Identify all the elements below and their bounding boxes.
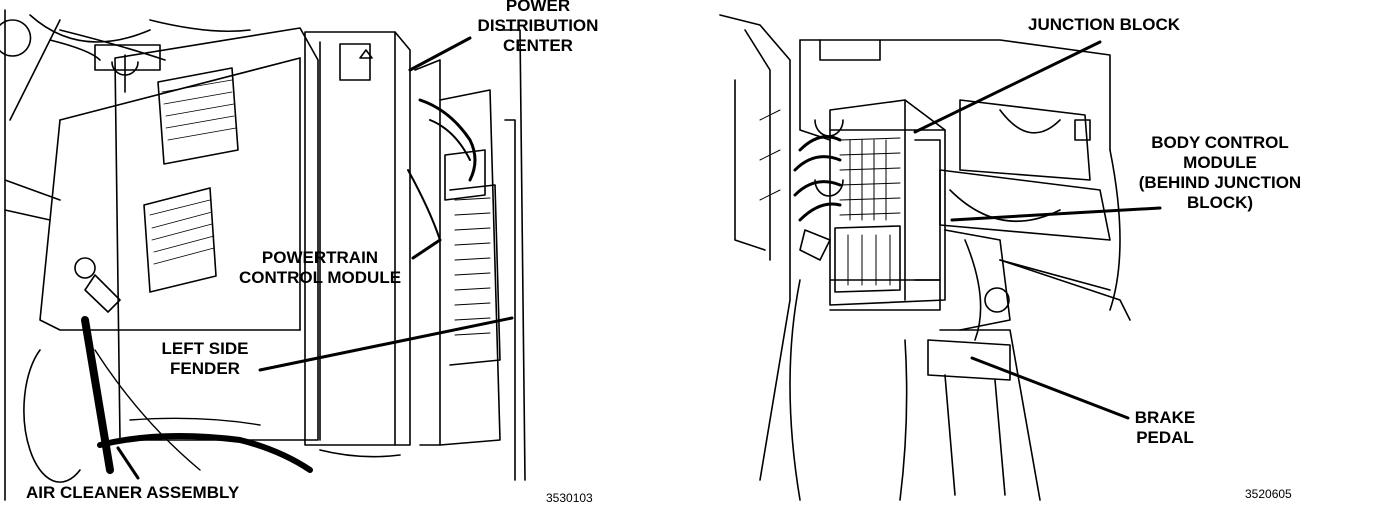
power-distribution-center-label: POWER DISTRIBUTION CENTER bbox=[470, 0, 606, 56]
bcm-label-line-3: (BEHIND JUNCTION bbox=[1138, 173, 1302, 192]
pdc-label-line-1: POWER bbox=[505, 0, 571, 15]
pcm-label-line-2: CONTROL MODULE bbox=[238, 268, 402, 287]
brake-pedal-label: BRAKE PEDAL bbox=[1110, 408, 1220, 448]
brake-pedal-pad bbox=[927, 339, 1011, 381]
under-dash-art bbox=[719, 14, 1131, 501]
leader-lines-left bbox=[116, 36, 514, 480]
pdc-label-line-2: DISTRIBUTION bbox=[477, 16, 599, 35]
module-label-plate-1 bbox=[157, 67, 239, 165]
pcm-label-line-1: POWERTRAIN bbox=[261, 248, 379, 267]
air-cleaner-label-line-1: AIR CLEANER ASSEMBLY bbox=[26, 483, 240, 502]
fender-label-line-1: LEFT SIDE bbox=[161, 339, 249, 358]
leader-left-side-fender bbox=[258, 316, 514, 372]
leader-junction-block bbox=[913, 40, 1102, 134]
junction-block-label-line-1: JUNCTION BLOCK bbox=[1028, 15, 1181, 34]
junction-block-label: JUNCTION BLOCK bbox=[1028, 15, 1208, 35]
junction-block-housing bbox=[829, 99, 946, 306]
brake-pedal-label-line-2: PEDAL bbox=[1136, 428, 1194, 447]
pcm-housing bbox=[114, 27, 319, 441]
leader-power-distribution-center bbox=[408, 36, 472, 72]
leader-lines-right bbox=[913, 40, 1162, 420]
leader-air-cleaner-assembly bbox=[116, 446, 140, 480]
leader-powertrain-control-module bbox=[411, 238, 442, 260]
bcm-label-line-2: MODULE bbox=[1183, 153, 1257, 172]
left-side-fender-label: LEFT SIDE FENDER bbox=[155, 339, 255, 379]
pdc-housing bbox=[304, 31, 411, 446]
bcm-label-line-1: BODY CONTROL bbox=[1151, 133, 1289, 152]
fender-label-line-2: FENDER bbox=[170, 359, 240, 378]
engine-compartment-art bbox=[0, 9, 526, 501]
body-control-module-label: BODY CONTROL MODULE (BEHIND JUNCTION BLO… bbox=[1120, 133, 1320, 213]
leader-brake-pedal bbox=[970, 356, 1130, 420]
left-figure-number: 3530103 bbox=[546, 491, 593, 505]
right-figure-number: 3520605 bbox=[1245, 487, 1292, 501]
powertrain-control-module-label: POWERTRAIN CONTROL MODULE bbox=[225, 248, 415, 288]
air-cleaner-assembly-label: AIR CLEANER ASSEMBLY bbox=[26, 483, 276, 503]
bcm-label-line-4: BLOCK) bbox=[1186, 193, 1254, 212]
pdc-label-line-3: CENTER bbox=[503, 36, 573, 55]
brake-pedal-label-line-1: BRAKE bbox=[1134, 408, 1196, 427]
module-label-plate-2 bbox=[143, 187, 217, 293]
leader-body-control-module bbox=[950, 206, 1162, 222]
